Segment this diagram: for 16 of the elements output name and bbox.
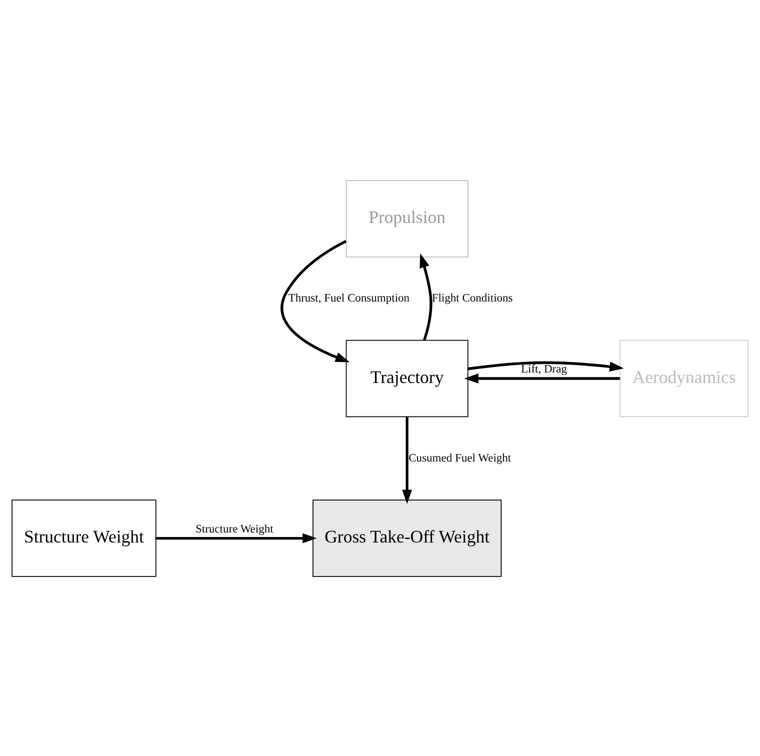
edge-label: Thrust, Fuel Consumption: [288, 292, 410, 304]
node-box: Aerodynamics: [620, 339, 748, 417]
node-box: Structure Weight: [12, 499, 156, 576]
edge-label: Structure Weight: [195, 522, 274, 535]
arrow: [280, 240, 350, 362]
node-box: Gross Take-Off Weight: [312, 499, 502, 576]
node-box: Propulsion: [346, 180, 468, 257]
arrow: [464, 373, 620, 383]
edge-label: Lift, Drag: [520, 363, 568, 376]
arrow: [468, 360, 624, 372]
edge-label: Flight Conditions: [432, 292, 513, 304]
edge-label: Cusumed Fuel Weight: [408, 452, 512, 464]
node-box: Trajectory: [346, 339, 468, 417]
arrow: [156, 532, 317, 543]
arrow: [420, 252, 432, 340]
arrow: [402, 416, 412, 504]
